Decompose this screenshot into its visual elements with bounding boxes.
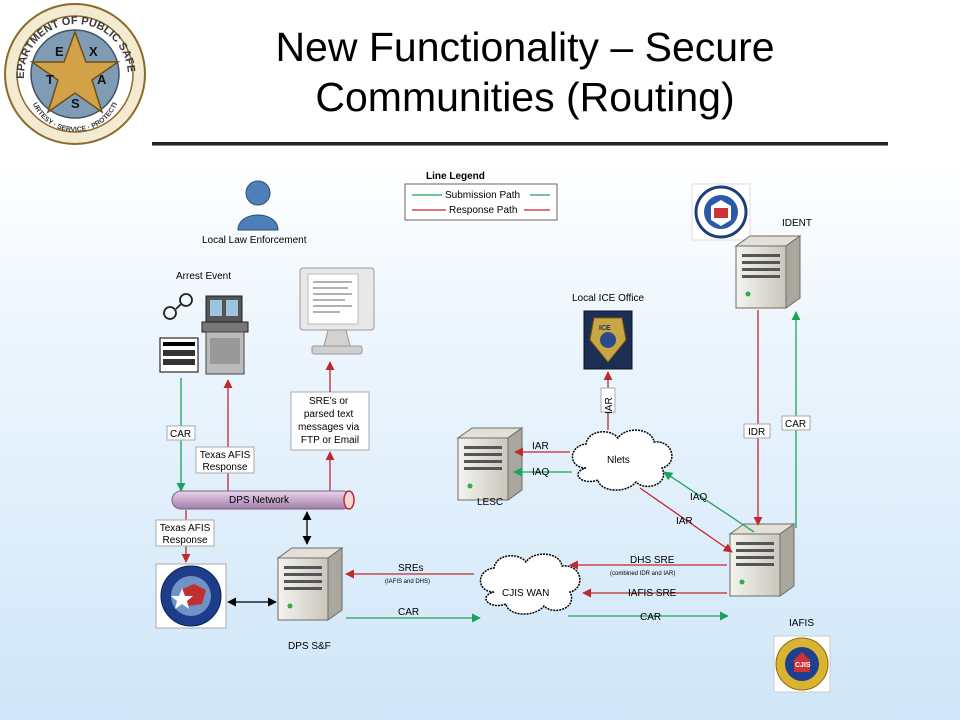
label-car-dps: CAR — [398, 607, 419, 618]
node-ident: IDENT — [782, 218, 812, 229]
node-lesc: LESC — [477, 497, 503, 508]
label-iar-iafis: IAR — [676, 516, 693, 527]
texas-dps-logo-icon — [155, 563, 227, 629]
edge-iar-nlets-to-iafis — [639, 487, 733, 553]
legend-submission-label: Submission Path — [445, 190, 520, 201]
node-local-law-enforcement: Local Law Enforcement — [202, 235, 307, 246]
sre-message-box — [290, 391, 370, 451]
sre-message-text: SRE’s or parsed text messages via FTP or… — [298, 396, 362, 446]
handcuffs-icon — [163, 293, 193, 320]
seal-letter-e: E — [55, 44, 64, 59]
svg-text:CJIS: CJIS — [795, 662, 811, 669]
sre-line-1: SRE’s or — [309, 396, 349, 407]
label-iaq-lesc: IAQ — [532, 467, 549, 478]
label-iafis-sre: IAFIS SRE — [628, 588, 677, 599]
cjis-seal-icon: CJIS — [773, 635, 831, 693]
legend-response-label: Response Path — [449, 205, 517, 216]
sre-line-4: FTP or Email — [301, 435, 359, 446]
monitor-icon — [299, 267, 375, 355]
dps-seal-icon: DEPARTMENT OF PUBLIC SAFETY COURTESY · S… — [0, 0, 146, 145]
legend-title: Line Legend — [426, 171, 485, 182]
node-dps-network: DPS Network — [229, 495, 290, 506]
server-icon-lesc — [457, 427, 523, 501]
node-local-ice-office: Local ICE Office — [572, 293, 645, 304]
node-nlets: Nlets — [607, 455, 630, 466]
seal-letter-s: S — [71, 96, 80, 111]
label-car-iafis: CAR — [640, 612, 661, 623]
livescan-icon — [201, 295, 249, 375]
server-icon-dps-sf — [277, 547, 343, 621]
server-icon-ident — [735, 235, 801, 309]
cloud-icon-cjis-wan — [479, 553, 581, 615]
title-line-1: New Functionality – Secure — [275, 24, 775, 70]
label-sres: SREs — [398, 563, 424, 574]
ice-badge-icon: ICE — [583, 310, 633, 370]
sre-line-2: parsed text — [304, 409, 354, 420]
label-car-ident: CAR — [785, 419, 806, 430]
seal-letter-t: T — [46, 72, 54, 87]
node-cjis-wan: CJIS WAN — [502, 588, 549, 599]
svg-text:ICE: ICE — [599, 325, 611, 332]
label-dhs-sre: DHS SRE — [630, 555, 675, 566]
dps-network-pipe — [171, 490, 355, 510]
seal-letter-a: A — [97, 72, 107, 87]
node-arrest-event: Arrest Event — [176, 271, 231, 282]
node-iafis: IAFIS — [789, 618, 814, 629]
sre-line-3: messages via — [298, 422, 360, 433]
label-dhs-sre-note: (combined IDR and IAR) — [610, 571, 675, 577]
label-iar-ice: IAR — [604, 397, 615, 414]
label-car-left: CAR — [170, 429, 191, 440]
edge-iaq-iafis-to-nlets — [663, 471, 755, 533]
label-sres-note: (IAFIS and DHS) — [385, 579, 430, 585]
person-icon — [237, 180, 279, 231]
title-divider — [152, 142, 888, 146]
label-iar-lesc: IAR — [532, 441, 549, 452]
label-iaq-iafis: IAQ — [690, 492, 707, 503]
node-dps-sf: DPS S&F — [288, 641, 331, 652]
seal-letter-x: X — [89, 44, 98, 59]
title-line-2: Communities (Routing) — [315, 74, 735, 120]
page-title: New Functionality – Secure Communities (… — [150, 22, 900, 122]
server-icon-iafis — [729, 523, 795, 597]
fingerprint-card-icon — [159, 337, 199, 373]
dhs-seal-icon — [691, 183, 751, 241]
label-idr: IDR — [748, 427, 765, 438]
